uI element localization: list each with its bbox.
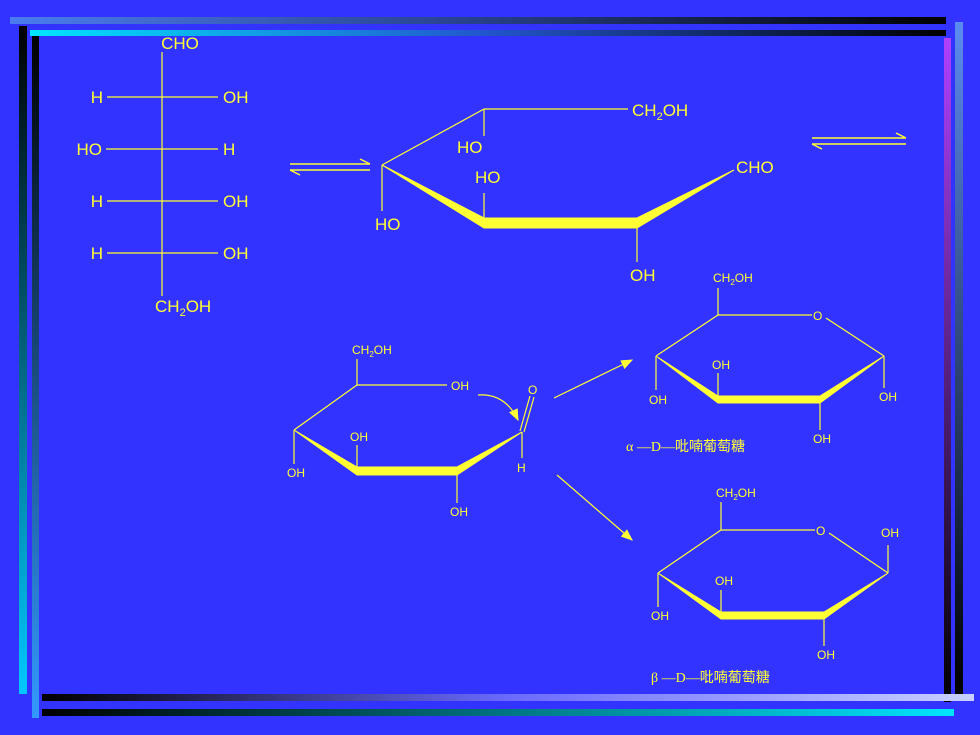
- open-chain-cho-label: CHO: [736, 158, 774, 177]
- fischer-bottom-label: CH2OH: [155, 297, 211, 319]
- frame-right-bar: [944, 38, 951, 702]
- open-chain-oh-bottom: OH: [630, 266, 656, 285]
- alpha-wedge: [655, 355, 885, 404]
- arrow-to-beta: [556, 474, 633, 541]
- alpha-o-label: O: [813, 309, 822, 323]
- intermediate-oh-inner: OH: [350, 430, 368, 444]
- alpha-ch2oh-label: CH2OH: [713, 271, 753, 287]
- open-chain-structure: [381, 108, 638, 262]
- fischer-row2-left: HO: [77, 140, 103, 159]
- open-chain-wedge: [381, 164, 735, 229]
- fischer-row4-left: H: [91, 244, 103, 263]
- equilibrium-arrow-right: [811, 132, 907, 150]
- beta-oh-right: OH: [881, 526, 899, 540]
- alpha-oh-left: OH: [649, 393, 667, 407]
- beta-oh-left: OH: [651, 609, 669, 623]
- alpha-ring: [655, 288, 885, 430]
- fischer-projection: [106, 52, 218, 296]
- open-chain-ho-mid: HO: [475, 168, 501, 187]
- frame-left-bar-inner: [32, 36, 39, 718]
- beta-oh-bottom: OH: [817, 648, 835, 662]
- fischer-row1-left: H: [91, 88, 103, 107]
- frame-right-bar-outer: [955, 22, 963, 694]
- intermediate-oh-left: OH: [287, 466, 305, 480]
- fischer-row2-right: H: [223, 140, 235, 159]
- beta-caption: β —D—吡喃葡萄糖: [651, 670, 770, 686]
- fischer-top-label: CHO: [161, 34, 199, 53]
- beta-o-label: O: [816, 524, 825, 538]
- intermediate-oh-bottom: OH: [450, 505, 468, 519]
- alpha-oh-inner: OH: [712, 358, 730, 372]
- frame-bottom-bar: [42, 694, 974, 701]
- arrow-to-alpha: [553, 359, 634, 399]
- beta-oh-inner: OH: [715, 574, 733, 588]
- open-chain-ho-top: HO: [457, 138, 483, 157]
- frame-top-bar-cyan: [30, 30, 946, 36]
- frame-top-bar: [10, 17, 946, 24]
- alpha-oh-bottom: OH: [813, 432, 831, 446]
- open-chain-ho-left: HO: [375, 215, 401, 234]
- fischer-row3-left: H: [91, 192, 103, 211]
- fischer-row4-right: OH: [223, 244, 249, 263]
- open-chain-ch2oh-label: CH2OH: [632, 101, 688, 123]
- fischer-row3-right: OH: [223, 192, 249, 211]
- beta-ring: [657, 502, 889, 646]
- equilibrium-arrow-left: [289, 158, 371, 176]
- fischer-row1-right: OH: [223, 88, 249, 107]
- intermediate-oh-right: OH: [451, 379, 469, 393]
- frame-left-bar: [19, 26, 27, 694]
- alpha-caption: α —D—吡喃葡萄糖: [626, 439, 745, 455]
- intermediate-ch2oh-label: CH2OH: [352, 343, 392, 359]
- intermediate-wedge: [293, 429, 523, 476]
- intermediate-ring: [293, 359, 535, 503]
- frame-bottom-bar-cyan: [42, 709, 954, 716]
- intermediate-h-label: H: [517, 461, 526, 475]
- beta-wedge: [657, 572, 889, 620]
- alpha-oh-right: OH: [879, 390, 897, 404]
- beta-ch2oh-label: CH2OH: [716, 486, 756, 502]
- intermediate-o-label: O: [528, 383, 537, 397]
